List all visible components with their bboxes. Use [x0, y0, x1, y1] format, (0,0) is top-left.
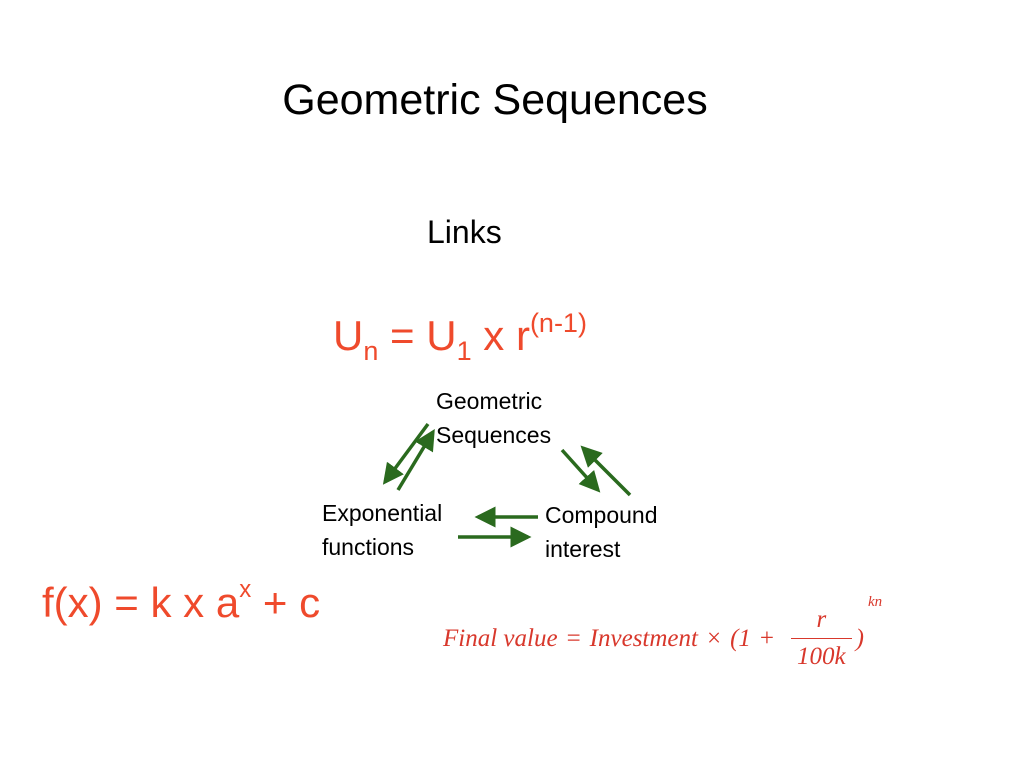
formula-term: U	[333, 312, 364, 359]
node-label: Exponential	[322, 500, 443, 526]
node-exponential-functions: Exponential functions	[322, 496, 442, 564]
formula-term: f(x) = k x a	[42, 579, 240, 626]
node-label: interest	[545, 536, 621, 562]
formula-fraction: r 100k	[791, 606, 852, 671]
formula-exponent: x	[239, 576, 252, 603]
slide-subtitle: Links	[427, 214, 502, 250]
arrow-geo-to-comp	[560, 448, 601, 493]
formula-term: = U	[378, 312, 457, 359]
formula-operator: +	[759, 624, 775, 652]
node-label: Compound	[545, 502, 658, 528]
formula-term: x r	[471, 312, 530, 359]
formula-operator: ×	[706, 624, 722, 652]
exponential-function-formula: f(x) = k x ax + c	[42, 576, 320, 627]
node-label: functions	[322, 534, 415, 560]
arrow-comp-to-geo	[580, 445, 632, 497]
formula-exponent: kn	[867, 594, 883, 610]
formula-term: + c	[251, 579, 321, 626]
formula-subscript: n	[363, 336, 379, 366]
formula-term: Final value	[443, 624, 558, 652]
formula-subscript: 1	[456, 336, 472, 366]
formula-term: )	[855, 624, 864, 652]
formula-term: Investment	[589, 624, 698, 652]
slide-title: Geometric Sequences	[282, 76, 708, 124]
geometric-sequence-formula: Un = U1 x r(n-1)	[333, 308, 587, 367]
formula-operator: =	[566, 624, 581, 652]
formula-exponent: (n-1)	[529, 308, 587, 338]
compound-interest-formula: Final value = Investment × (1 + r 100k )…	[443, 594, 882, 671]
fraction-numerator: r	[816, 606, 827, 633]
node-label: Geometric	[436, 388, 543, 414]
fraction-denominator: 100k	[791, 638, 852, 671]
node-label: Sequences	[436, 422, 552, 448]
node-compound-interest: Compound interest	[545, 498, 658, 566]
formula-term: (1	[730, 624, 751, 652]
arrow-exp-to-geo	[396, 429, 435, 491]
